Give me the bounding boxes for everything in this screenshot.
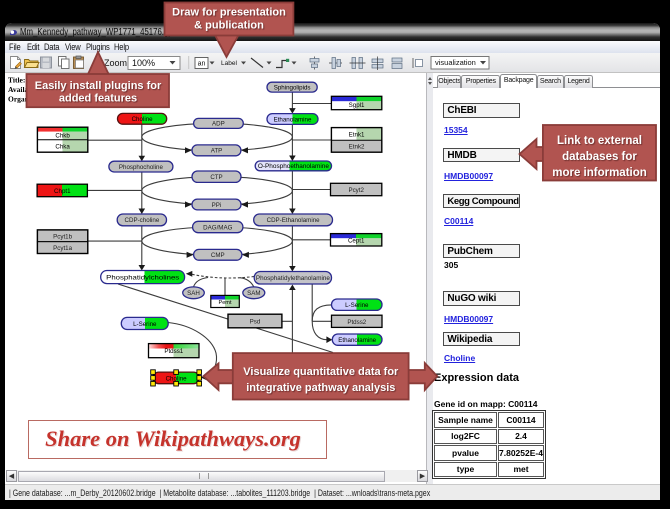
svg-text:Phosphocholine: Phosphocholine	[119, 164, 164, 171]
svg-text:Draw for presentation: Draw for presentation	[172, 7, 286, 19]
svg-text:Ethanolamine: Ethanolamine	[338, 337, 376, 344]
svg-text:visualization: visualization	[435, 58, 476, 67]
svg-text:Organism:: Organism:	[8, 94, 43, 103]
svg-text:CDP-Ethanolamine: CDP-Ethanolamine	[267, 217, 321, 224]
svg-text:Pcyt1a: Pcyt1a	[53, 245, 72, 252]
svg-text:Phosphatidylethanolamine: Phosphatidylethanolamine	[256, 275, 331, 282]
svg-text:Chkb: Chkb	[55, 132, 70, 139]
svg-text:Phosphatidylcholines: Phosphatidylcholines	[106, 274, 179, 281]
svg-text:Chpt1: Chpt1	[54, 188, 71, 195]
svg-text:Chka: Chka	[55, 144, 70, 151]
svg-text:100%: 100%	[132, 58, 155, 68]
svg-text:CDP-choline: CDP-choline	[125, 217, 160, 224]
svg-text:Pemt: Pemt	[218, 300, 232, 306]
svg-text:CTP: CTP	[210, 174, 222, 181]
svg-text:ADP: ADP	[212, 121, 225, 128]
svg-text:Pcyt1b: Pcyt1b	[53, 233, 72, 240]
svg-text:DAG/MAG: DAG/MAG	[203, 224, 232, 231]
svg-text:SAH: SAH	[187, 290, 200, 297]
svg-text:Sphingolipids: Sphingolipids	[274, 85, 311, 92]
svg-text:Choline: Choline	[166, 375, 188, 382]
svg-text:Cept1: Cept1	[348, 237, 365, 244]
svg-text:Psd: Psd	[250, 319, 261, 326]
svg-text:L-Serine: L-Serine	[345, 302, 369, 309]
svg-text:Title:: Title:	[8, 76, 25, 85]
svg-text:Choline: Choline	[132, 116, 154, 123]
svg-text:Sgpl1: Sgpl1	[349, 102, 365, 109]
svg-text:Etnk2: Etnk2	[349, 144, 365, 151]
svg-text:ATP: ATP	[211, 148, 223, 155]
svg-text:L-Serine: L-Serine	[133, 321, 157, 328]
svg-text:Label: Label	[221, 60, 237, 67]
svg-text:PPi: PPi	[212, 202, 222, 209]
svg-text:CMP: CMP	[211, 252, 225, 259]
svg-text:Availability:: Availability:	[8, 85, 47, 94]
svg-text:Ethanolamine: Ethanolamine	[274, 116, 312, 123]
svg-text:SAM: SAM	[247, 290, 260, 297]
svg-text:Ptdss1: Ptdss1	[164, 348, 183, 355]
svg-text:an: an	[198, 61, 206, 68]
svg-text:Ptdss2: Ptdss2	[347, 319, 366, 326]
svg-text:Zoom:: Zoom:	[104, 58, 130, 68]
svg-text:Etnk1: Etnk1	[349, 131, 365, 138]
svg-text:Pcyt2: Pcyt2	[348, 187, 364, 194]
svg-text:O-Phosphoethanolamine: O-Phosphoethanolamine	[258, 163, 330, 170]
